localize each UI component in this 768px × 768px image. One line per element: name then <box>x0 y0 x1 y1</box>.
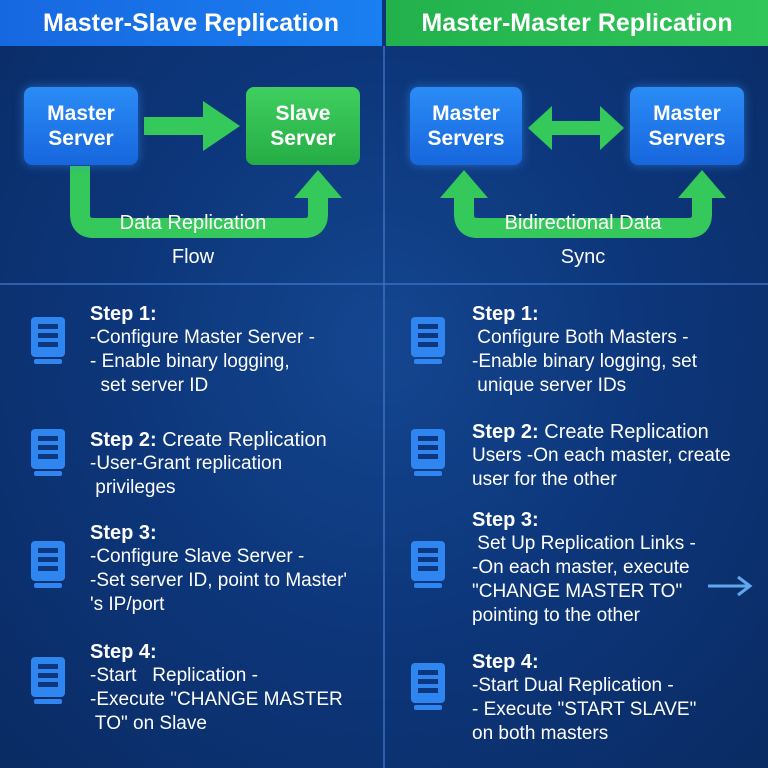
step-detail: pointing to the other <box>472 605 640 626</box>
step-detail: Users -On each master, create <box>472 445 731 466</box>
master-servers-box-2: Master Servers <box>630 87 744 165</box>
step-title: Step 2: Create Replication <box>90 428 380 452</box>
vertical-divider <box>383 46 385 768</box>
step-title: Step 4: <box>472 650 764 674</box>
step-title: Step 2: Create Replication <box>472 420 764 444</box>
step-detail: set server ID <box>90 375 209 396</box>
step-detail: -Start Replication - <box>90 665 258 686</box>
step-title: Step 1: <box>90 302 380 326</box>
step-detail: -On each master, execute <box>472 557 690 578</box>
step-detail: -Enable binary logging, set <box>472 351 697 372</box>
step-label: Step 1: <box>90 303 157 325</box>
slave-server-box: Slave Server <box>246 87 360 165</box>
step-detail: on both masters <box>472 723 609 744</box>
flow-label-line1: Data Replication <box>119 212 267 234</box>
step-title: Step 4: <box>90 640 380 664</box>
step-label: Step 1: <box>472 303 539 325</box>
step-detail: user for the other <box>472 469 617 490</box>
step-title-rest: Create Replication <box>156 429 327 451</box>
arrow-bidirectional-sync <box>440 170 726 238</box>
left-step-1: Step 1: -Configure Master Server - - Ena… <box>90 302 380 398</box>
step-detail: TO" on Slave <box>90 713 207 734</box>
server-icon <box>411 317 445 364</box>
step-detail: -Execute "CHANGE MASTER <box>90 689 343 710</box>
master-servers-box-1: Master Servers <box>410 87 522 165</box>
server-icon <box>31 429 65 476</box>
side-arrow-icon <box>708 575 753 597</box>
step-detail: "CHANGE MASTER TO" <box>472 581 683 602</box>
step-detail: - Execute "START SLAVE" <box>472 699 697 720</box>
server-icon <box>411 429 445 476</box>
step-detail: Configure Both Masters - <box>472 327 689 348</box>
server-icon <box>31 541 65 588</box>
right-step-2: Step 2: Create Replication Users -On eac… <box>472 420 764 492</box>
step-detail: -User-Grant replication <box>90 453 283 474</box>
step-detail: Set Up Replication Links - <box>472 533 696 554</box>
step-detail: - Enable binary logging, <box>90 351 290 372</box>
arrow-bidirectional <box>528 106 624 150</box>
sync-label-line1: Bidirectional Data <box>504 212 662 234</box>
flow-label-line2: Flow <box>171 246 215 268</box>
step-title: Step 1: <box>472 302 764 326</box>
step-label: Step 4: <box>90 641 157 663</box>
left-step-3: Step 3: -Configure Slave Server - -Set s… <box>90 521 380 617</box>
step-title: Step 3: <box>472 508 708 532</box>
left-step-2: Step 2: Create Replication -User-Grant r… <box>90 428 380 500</box>
header-master-slave: Master-Slave Replication <box>0 0 382 46</box>
server-icon <box>31 317 65 364</box>
step-detail: unique server IDs <box>472 375 627 396</box>
header-master-master: Master-Master Replication <box>386 0 768 46</box>
sync-label-line2: Sync <box>560 246 606 268</box>
right-step-3: Step 3: Set Up Replication Links - -On e… <box>472 508 708 628</box>
step-title: Step 3: <box>90 521 380 545</box>
step-detail: -Start Dual Replication - <box>472 675 674 696</box>
step-detail: -Configure Slave Server - <box>90 546 305 567</box>
step-label: Step 3: <box>90 522 157 544</box>
arrow-master-to-slave <box>144 101 240 151</box>
master-server-box: Master Server <box>24 87 138 165</box>
arrow-data-replication-flow <box>70 166 342 238</box>
step-detail: -Configure Master Server - <box>90 327 315 348</box>
step-label: Step 2: <box>90 429 157 451</box>
step-label: Step 2: <box>472 421 539 443</box>
server-icon <box>411 663 445 710</box>
server-icon <box>411 541 445 588</box>
step-detail: 's IP/port <box>90 594 165 615</box>
step-label: Step 4: <box>472 651 539 673</box>
left-step-4: Step 4: -Start Replication - -Execute "C… <box>90 640 380 736</box>
horizontal-divider <box>0 283 768 285</box>
server-icon <box>31 657 65 704</box>
right-step-1: Step 1: Configure Both Masters - -Enable… <box>472 302 764 398</box>
step-detail: -Set server ID, point to Master' <box>90 570 348 591</box>
right-step-4: Step 4: -Start Dual Replication - - Exec… <box>472 650 764 746</box>
step-label: Step 3: <box>472 509 539 531</box>
step-detail: privileges <box>90 477 176 498</box>
step-title-rest: Create Replication <box>538 421 709 443</box>
